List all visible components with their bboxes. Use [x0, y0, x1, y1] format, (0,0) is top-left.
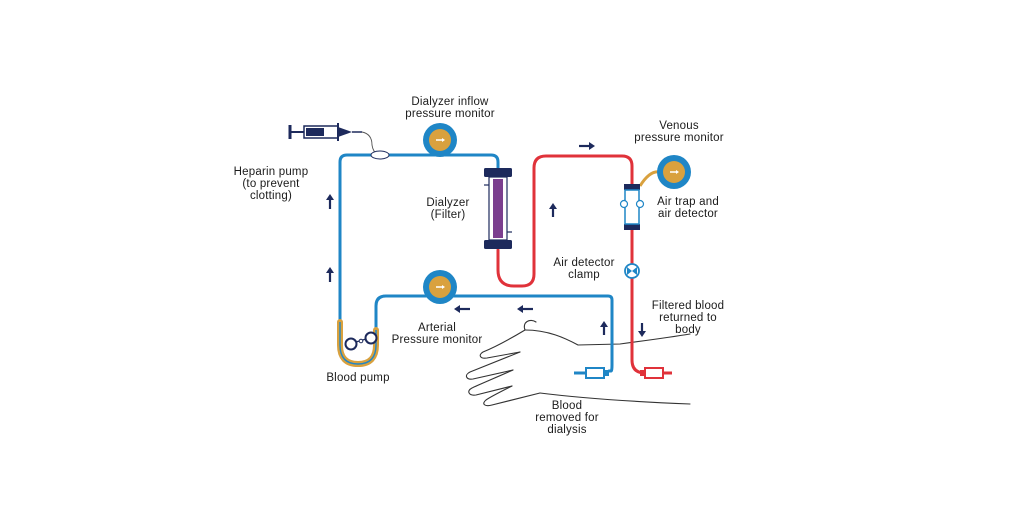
syringe-icon	[288, 123, 390, 160]
pressure-gauge-icon	[423, 270, 457, 304]
flow-arrow-icon	[326, 267, 334, 282]
flow-arrow-icon	[454, 305, 470, 313]
label-air-detector-clamp: Air detector clamp	[553, 257, 615, 281]
flow-arrow-icon	[600, 321, 608, 335]
label-arterial-monitor: Arterial Pressure monitor	[391, 322, 483, 346]
arterial-blood-line	[338, 153, 614, 373]
air-trap-icon	[619, 184, 645, 230]
label-blood-removed: Blood removed for dialysis	[535, 400, 599, 436]
clamp-valve-icon	[624, 263, 640, 279]
flow-arrow-icon	[638, 323, 646, 337]
pressure-gauge-icon	[423, 123, 457, 157]
flow-arrows	[326, 142, 646, 337]
label-heparin-pump: Heparin pump (to prevent clotting)	[233, 166, 309, 202]
label-blood-pump: Blood pump	[326, 372, 390, 384]
label-filtered-blood: Filtered blood returned to body	[651, 300, 725, 336]
label-venous-monitor: Venous pressure monitor	[634, 120, 724, 144]
flow-arrow-icon	[517, 305, 533, 313]
flow-arrow-icon	[549, 203, 557, 217]
label-dialyzer: Dialyzer (Filter)	[426, 197, 470, 221]
label-air-trap: Air trap and air detector	[657, 196, 719, 220]
roller-pump-icon	[344, 331, 378, 351]
dialyzer-cartridge-icon	[484, 168, 512, 249]
pressure-gauge-icon	[638, 155, 691, 189]
arterial-needle-icon	[585, 367, 609, 379]
flow-arrow-icon	[326, 194, 334, 209]
venous-needle-icon	[640, 367, 664, 379]
flow-arrow-icon	[579, 142, 595, 150]
arm-hand-icon	[465, 319, 691, 407]
label-dialyzer-inflow-monitor: Dialyzer inflow pressure monitor	[405, 96, 495, 120]
